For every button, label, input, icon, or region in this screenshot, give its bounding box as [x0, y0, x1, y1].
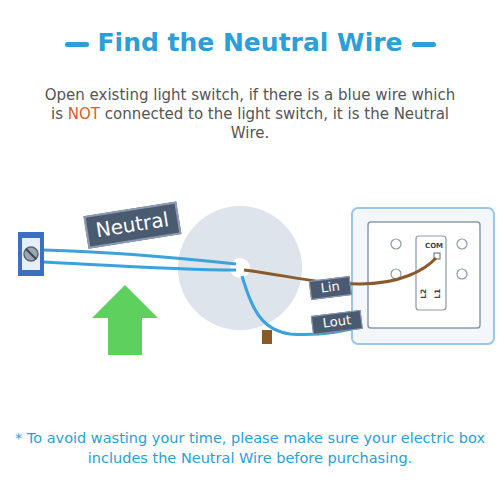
tag-text: Lin — [320, 278, 341, 295]
wire-tag: Neutral — [83, 202, 181, 249]
tag-text: Neutral — [94, 207, 171, 242]
terminal-screw — [24, 247, 38, 261]
title-dash — [412, 42, 436, 47]
mount-hole — [457, 269, 467, 279]
wire-stub — [262, 330, 272, 344]
instruction-text: Open existing light switch, if there is … — [40, 86, 460, 143]
title-dash — [65, 42, 89, 47]
screw-slot — [26, 249, 36, 259]
terminal-label: L1 — [434, 288, 442, 300]
instruction-text: connected to the light switch, it is the… — [105, 105, 449, 142]
mount-hole — [391, 239, 401, 249]
green-arrow — [92, 285, 158, 355]
terminal-face — [22, 238, 40, 270]
emphasis-word: NOT — [68, 105, 100, 123]
title: Find the Neutral Wire — [0, 28, 500, 57]
caption: * To avoid wasting your time, please mak… — [10, 428, 490, 468]
wire-tag: Lin — [309, 276, 352, 300]
terminal-housing — [416, 236, 446, 310]
wall-hole — [230, 258, 250, 278]
neutral-wire — [44, 250, 236, 264]
terminal-label: L2 — [420, 288, 428, 300]
terminal-label: COM — [424, 243, 444, 250]
neutral-wire — [44, 262, 236, 270]
switch-plate — [352, 208, 494, 344]
mount-hole — [457, 239, 467, 249]
switch-back — [368, 222, 480, 328]
terminal-block — [18, 232, 44, 276]
tag-text: Lout — [322, 312, 352, 330]
